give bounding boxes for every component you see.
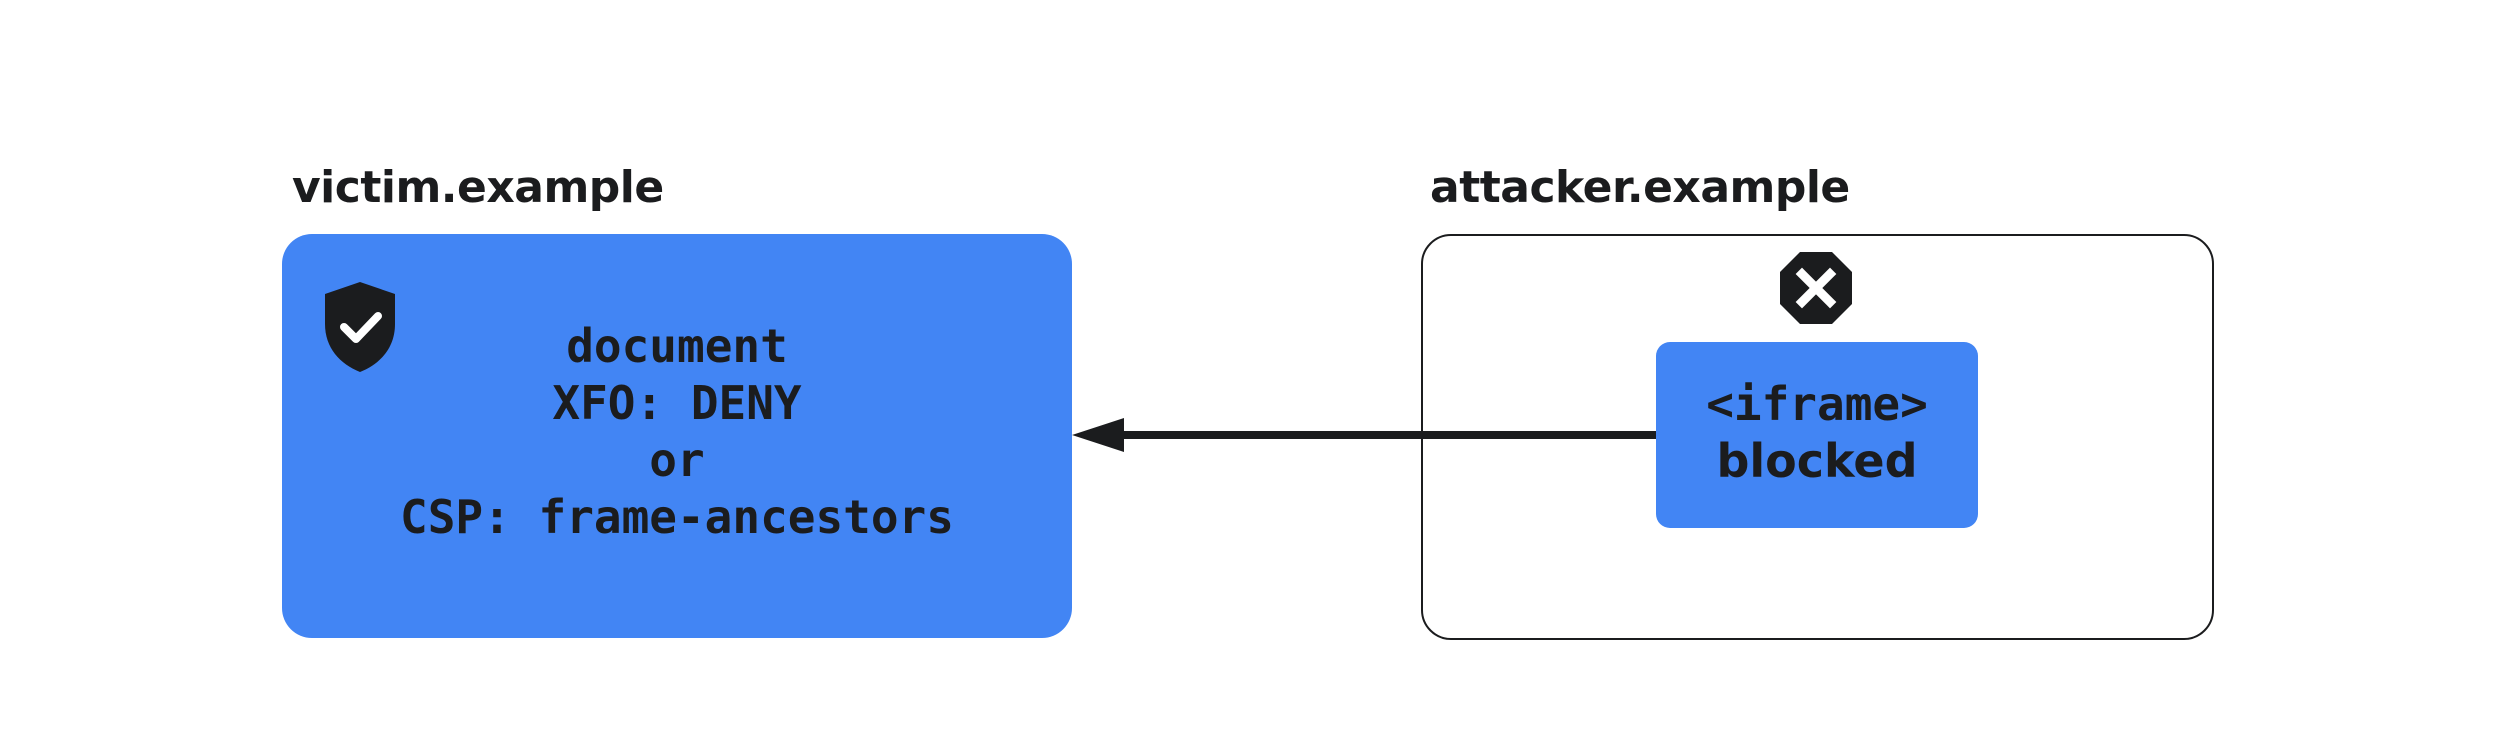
attacker-origin-label: attacker.example xyxy=(1430,162,1850,213)
blocked-iframe-box: <iframe> blocked xyxy=(1656,342,1978,528)
victim-line-document: document xyxy=(566,319,788,373)
shield-check-icon xyxy=(325,282,395,372)
blocked-x-icon xyxy=(1780,252,1852,324)
victim-document-text: document XFO: DENY or CSP: frame-ancesto… xyxy=(282,318,1072,546)
victim-line-xfo: XFO: DENY xyxy=(552,376,802,430)
victim-origin-label: victim.example xyxy=(292,162,664,213)
iframe-tag-label: <iframe> xyxy=(1706,377,1928,431)
victim-line-or: or xyxy=(649,433,705,487)
iframe-text: <iframe> blocked xyxy=(1656,376,1978,490)
victim-line-csp: CSP: frame-ancestors xyxy=(400,490,954,544)
iframe-status-label: blocked xyxy=(1716,434,1918,488)
victim-document-box: document XFO: DENY or CSP: frame-ancesto… xyxy=(282,234,1072,638)
frame-load-arrow xyxy=(1072,418,1658,452)
